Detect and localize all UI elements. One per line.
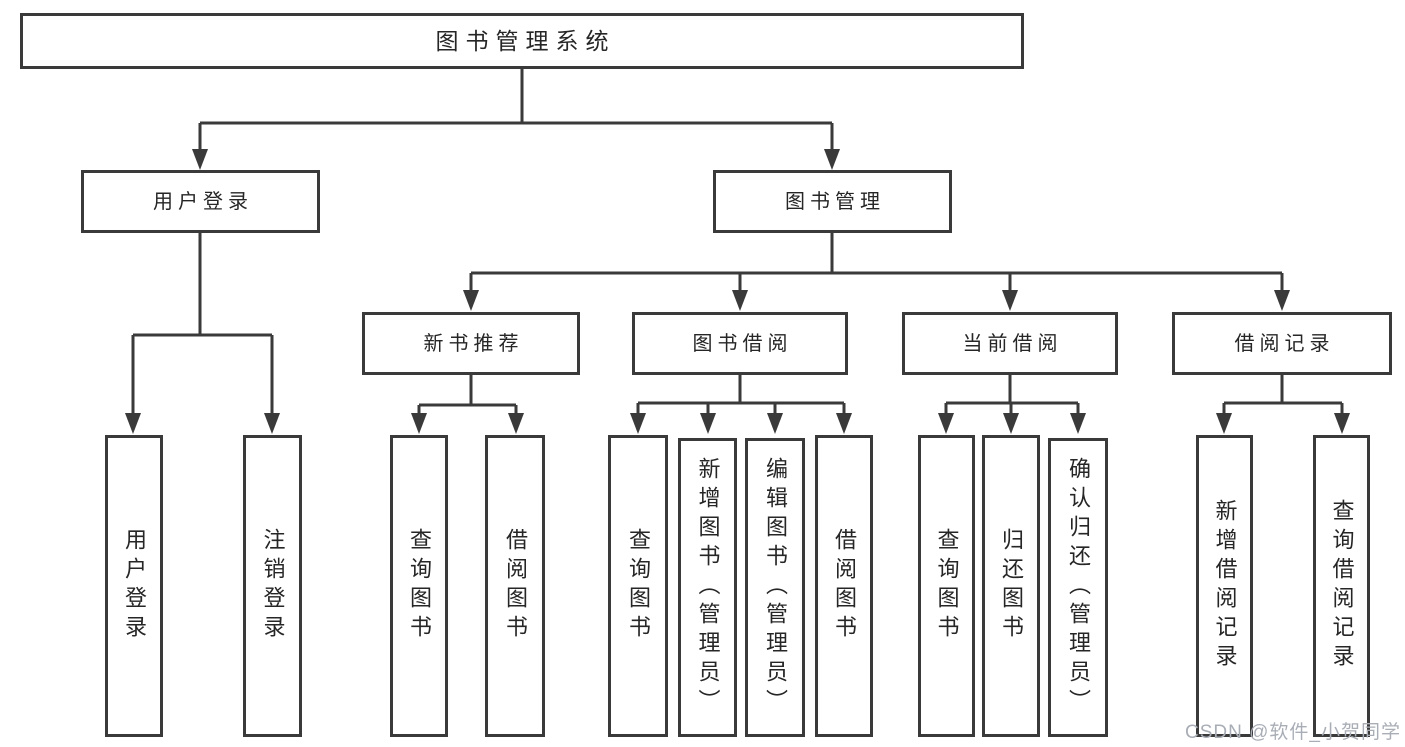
- node-leaf-borrow-books-2-label: 借阅图书: [832, 528, 857, 644]
- arrow-down-icon: [1002, 290, 1018, 311]
- arrow-down-icon: [508, 413, 524, 434]
- arrow-down-icon: [192, 149, 208, 170]
- node-borrow-records: 借阅记录: [1172, 312, 1392, 375]
- node-leaf-query-books-1: 查询图书: [390, 435, 448, 737]
- arrowheads: [125, 149, 1350, 434]
- node-leaf-query-books-3-label: 查询图书: [934, 528, 960, 644]
- arrow-down-icon: [836, 413, 852, 434]
- arrow-down-icon: [1003, 413, 1019, 434]
- connector-bookmgmt-to-level3: [469, 233, 1284, 291]
- watermark: CSDN @软件_小贺同学: [1185, 722, 1401, 743]
- node-current-borrow-label: 当前借阅: [962, 332, 1063, 355]
- connector-currentborrow-to-children: [944, 375, 1080, 414]
- node-leaf-query-books-2-label: 查询图书: [626, 528, 651, 644]
- node-leaf-confirm-return: 确认归还（管理员）: [1048, 438, 1108, 737]
- node-leaf-add-books: 新增图书（管理员）: [678, 438, 737, 737]
- node-book-management: 图书管理: [713, 170, 952, 233]
- node-leaf-query-books-3: 查询图书: [918, 435, 975, 737]
- node-book-borrow-label: 图书借阅: [692, 332, 793, 355]
- node-user-login: 用户登录: [81, 170, 320, 233]
- node-user-login-label: 用户登录: [153, 190, 253, 213]
- arrow-down-icon: [700, 413, 716, 434]
- connector-bookborrow-to-children: [636, 375, 846, 414]
- node-leaf-query-borrow-record-label: 查询借阅记录: [1329, 499, 1355, 673]
- arrow-down-icon: [630, 413, 646, 434]
- node-root-label: 图书管理系统: [435, 27, 616, 54]
- node-leaf-edit-books-label: 编辑图书（管理员）: [763, 457, 788, 718]
- arrow-down-icon: [1274, 290, 1290, 311]
- arrow-down-icon: [1216, 413, 1232, 434]
- arrow-down-icon: [264, 413, 280, 434]
- node-leaf-borrow-books-1-label: 借阅图书: [503, 528, 528, 644]
- node-leaf-query-books-1-label: 查询图书: [407, 528, 432, 644]
- arrow-down-icon: [824, 149, 840, 170]
- node-new-book-recommend: 新书推荐: [362, 312, 580, 375]
- node-leaf-logout-label: 注销登录: [260, 528, 286, 644]
- node-book-management-label: 图书管理: [785, 190, 885, 213]
- arrow-down-icon: [938, 413, 954, 434]
- node-book-borrow: 图书借阅: [632, 312, 848, 375]
- node-root: 图书管理系统: [20, 13, 1024, 69]
- connector-records-to-children: [1222, 375, 1344, 414]
- node-leaf-logout: 注销登录: [243, 435, 302, 737]
- arrow-down-icon: [1334, 413, 1350, 434]
- connector-userlogin-to-children: [131, 233, 274, 414]
- node-leaf-return-books: 归还图书: [982, 435, 1040, 737]
- arrow-down-icon: [732, 290, 748, 311]
- node-leaf-add-borrow-record-label: 新增借阅记录: [1212, 499, 1238, 673]
- arrow-down-icon: [411, 413, 427, 434]
- node-current-borrow: 当前借阅: [902, 312, 1118, 375]
- arrow-down-icon: [1070, 413, 1086, 434]
- node-leaf-query-borrow-record: 查询借阅记录: [1313, 435, 1370, 737]
- node-leaf-edit-books: 编辑图书（管理员）: [745, 438, 805, 737]
- node-leaf-query-books-2: 查询图书: [608, 435, 668, 737]
- connector-root-to-level2: [198, 69, 834, 150]
- node-leaf-confirm-return-label: 确认归还（管理员）: [1066, 457, 1091, 718]
- node-borrow-records-label: 借阅记录: [1234, 332, 1335, 355]
- connector-newbook-to-children: [417, 375, 518, 414]
- node-leaf-return-books-label: 归还图书: [999, 528, 1024, 644]
- node-leaf-user-login-label: 用户登录: [122, 528, 147, 644]
- node-leaf-borrow-books-1: 借阅图书: [485, 435, 545, 737]
- node-new-book-recommend-label: 新书推荐: [423, 332, 524, 355]
- node-leaf-borrow-books-2: 借阅图书: [815, 435, 873, 737]
- node-leaf-add-borrow-record: 新增借阅记录: [1196, 435, 1253, 737]
- arrow-down-icon: [767, 413, 783, 434]
- node-leaf-add-books-label: 新增图书（管理员）: [695, 457, 721, 718]
- arrow-down-icon: [125, 413, 141, 434]
- arrow-down-icon: [463, 290, 479, 311]
- node-leaf-user-login: 用户登录: [105, 435, 163, 737]
